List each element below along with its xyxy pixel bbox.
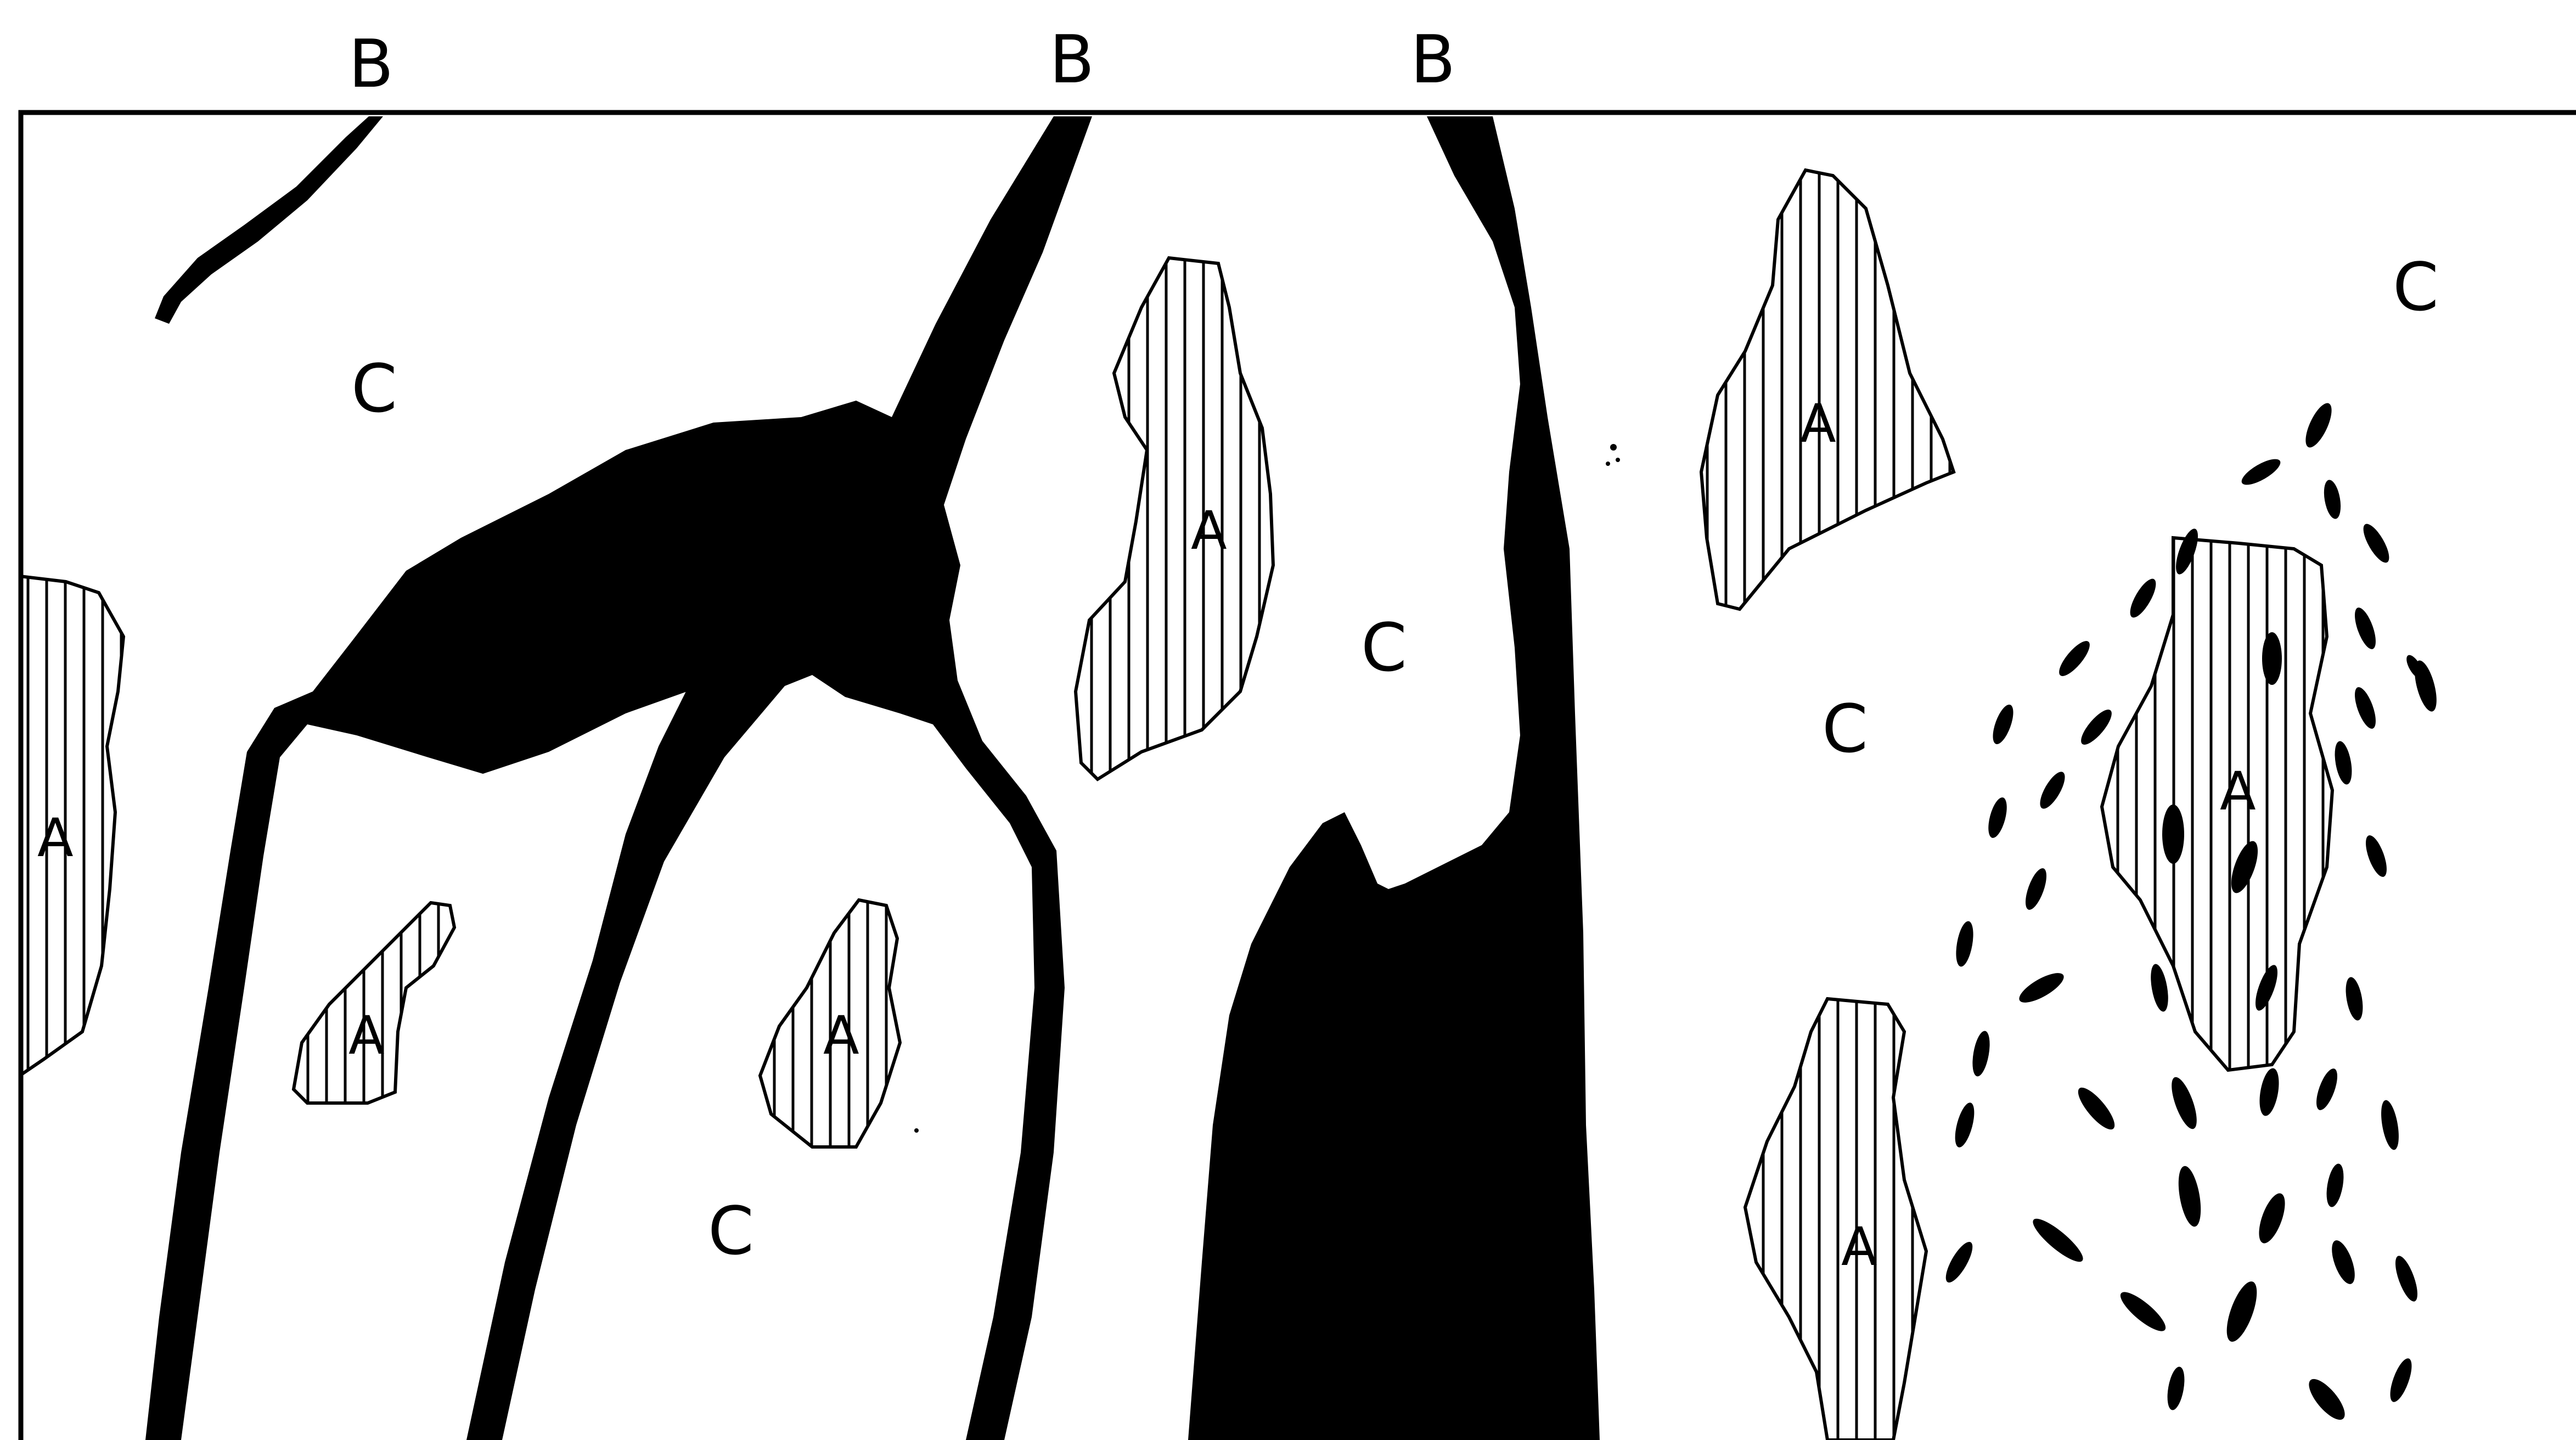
label-a2: A [348,1005,385,1066]
label-a1: A [37,807,74,869]
label-c-right-middle: C [1822,691,1868,768]
label-a4: A [1191,500,1227,561]
label-b-center: B [1049,22,1094,98]
label-a7: A [1841,1216,1877,1278]
label-a5: A [1800,393,1836,454]
label-a3: A [823,1005,859,1066]
label-c-center: C [1361,610,1407,687]
label-c-bottom: C [708,1194,754,1270]
label-b-right: B [1410,22,1455,98]
label-b-left: B [348,26,393,103]
label-a6: A [2220,761,2256,822]
label-c-top-left: C [351,351,397,428]
label-c-top-right: C [2393,250,2439,326]
